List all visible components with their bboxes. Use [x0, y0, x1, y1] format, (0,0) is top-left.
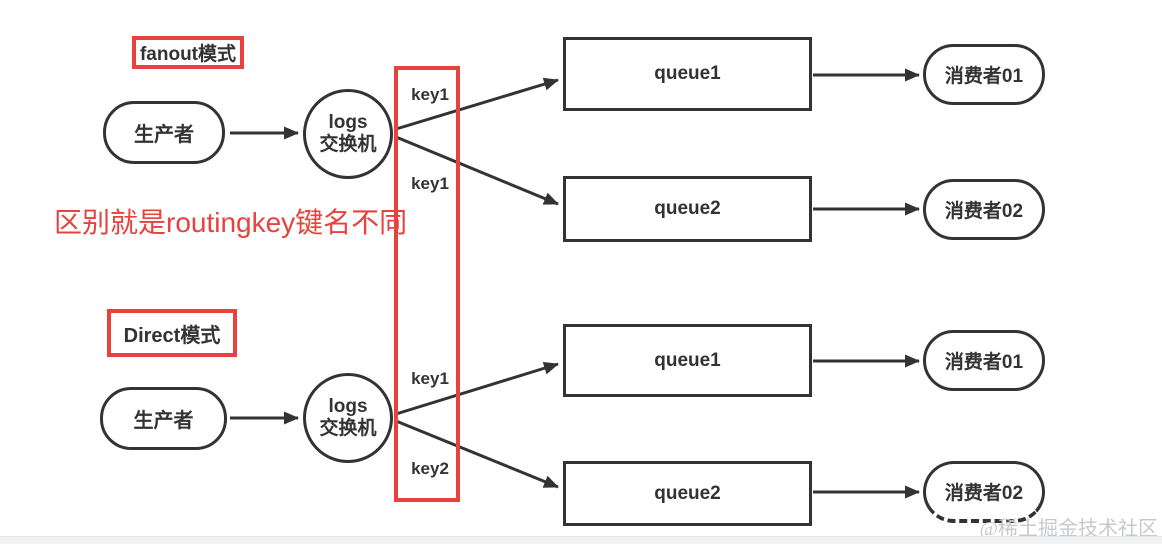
- routing-key-highlight-frame: [394, 66, 460, 502]
- consumer-node-direct-1: 消费者01: [923, 330, 1045, 391]
- producer-node-direct: 生产者: [100, 387, 227, 450]
- mode-badge-fanout-label: fanout模式: [139, 44, 237, 65]
- queue-label: queue1: [654, 349, 721, 371]
- exchange-type: 交换机: [319, 418, 377, 439]
- consumer-label: 消费者01: [944, 66, 1024, 87]
- queue-label: queue1: [654, 63, 721, 84]
- queue-node-fanout-1: queue1: [563, 37, 812, 111]
- exchange-name: logs: [328, 396, 368, 418]
- exchange-node-fanout: logs 交换机: [303, 89, 393, 179]
- consumer-node-fanout-1: 消费者01: [923, 44, 1045, 105]
- routing-key-label: key2: [411, 459, 449, 478]
- mode-badge-direct: Direct模式: [107, 309, 237, 357]
- producer-label: 生产者: [134, 124, 194, 146]
- exchange-node-direct: logs 交换机: [303, 373, 393, 463]
- queue-node-direct-1: queue1: [563, 324, 812, 397]
- consumer-node-direct-2: 消费者02: [923, 461, 1045, 523]
- routing-key-label: key1: [411, 174, 449, 193]
- consumer-node-fanout-2: 消费者02: [923, 179, 1045, 240]
- consumer-label: 消费者02: [944, 201, 1024, 222]
- queue-label: queue2: [654, 482, 721, 504]
- mode-badge-direct-label: Direct模式: [123, 324, 221, 347]
- footer-bar: [0, 536, 1162, 544]
- consumer-label: 消费者01: [944, 352, 1024, 373]
- watermark: @稀土掘金技术社区: [979, 518, 1158, 540]
- exchange-type: 交换机: [319, 134, 377, 155]
- mode-badge-fanout: fanout模式: [132, 36, 244, 69]
- queue-node-direct-2: queue2: [563, 461, 812, 526]
- annotation-note: 区别就是routingkey键名不同: [54, 207, 408, 238]
- queue-node-fanout-2: queue2: [563, 176, 812, 242]
- consumer-label: 消费者02: [944, 483, 1024, 504]
- producer-node-fanout: 生产者: [103, 101, 225, 164]
- producer-label: 生产者: [133, 410, 194, 432]
- exchange-name: logs: [328, 112, 368, 134]
- queue-label: queue2: [654, 198, 721, 219]
- routing-key-label: key1: [411, 85, 449, 104]
- routing-key-label: key1: [411, 369, 449, 388]
